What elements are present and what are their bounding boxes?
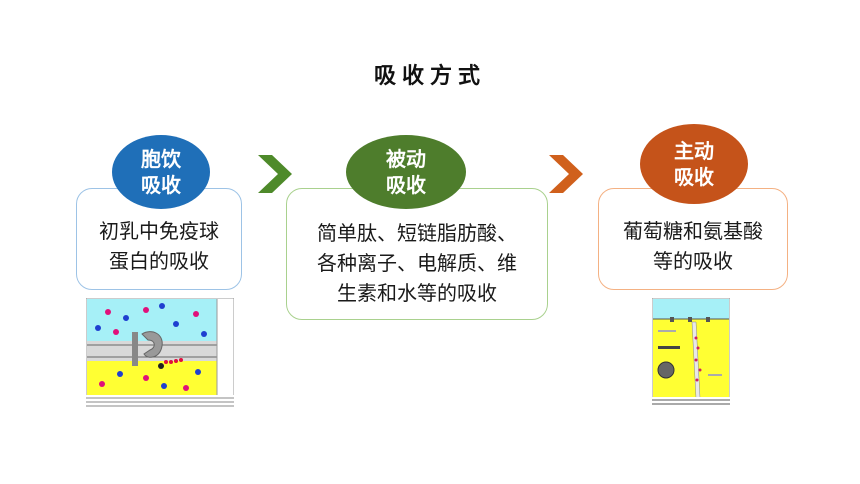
active-label-line1: 主动 bbox=[674, 139, 714, 163]
pinocytosis-circle: 胞饮 吸收 bbox=[112, 135, 210, 209]
pinocytosis-label-line1: 胞饮 bbox=[141, 147, 181, 171]
active-label-line2: 吸收 bbox=[674, 165, 714, 189]
active-circle: 主动 吸收 bbox=[640, 124, 748, 204]
page-title: 吸收方式 bbox=[373, 64, 486, 89]
passive-circle: 被动 吸收 bbox=[346, 135, 466, 209]
pinocytosis-illustration bbox=[86, 298, 234, 408]
chevron-right-icon bbox=[549, 155, 583, 193]
passive-description-line2: 各种离子、电解质、维 bbox=[317, 251, 517, 275]
pinocytosis-label-line2: 吸收 bbox=[141, 173, 181, 197]
passive-label-line1: 被动 bbox=[386, 147, 426, 171]
active-description-line1: 葡萄糖和氨基酸 bbox=[623, 219, 763, 243]
passive-label-line2: 吸收 bbox=[386, 173, 426, 197]
pinocytosis-description-line2: 蛋白的吸收 bbox=[109, 249, 209, 273]
active-transport-illustration bbox=[652, 298, 730, 408]
active-description-line2: 等的吸收 bbox=[653, 249, 733, 273]
pinocytosis-description-line1: 初乳中免疫球 bbox=[99, 219, 219, 243]
active-description-box: 葡萄糖和氨基酸 等的吸收 bbox=[598, 188, 788, 290]
passive-description-line1: 简单肽、短链脂肪酸、 bbox=[317, 221, 517, 245]
chevron-right-icon bbox=[258, 155, 292, 193]
passive-description-line3: 生素和水等的吸收 bbox=[337, 281, 497, 305]
